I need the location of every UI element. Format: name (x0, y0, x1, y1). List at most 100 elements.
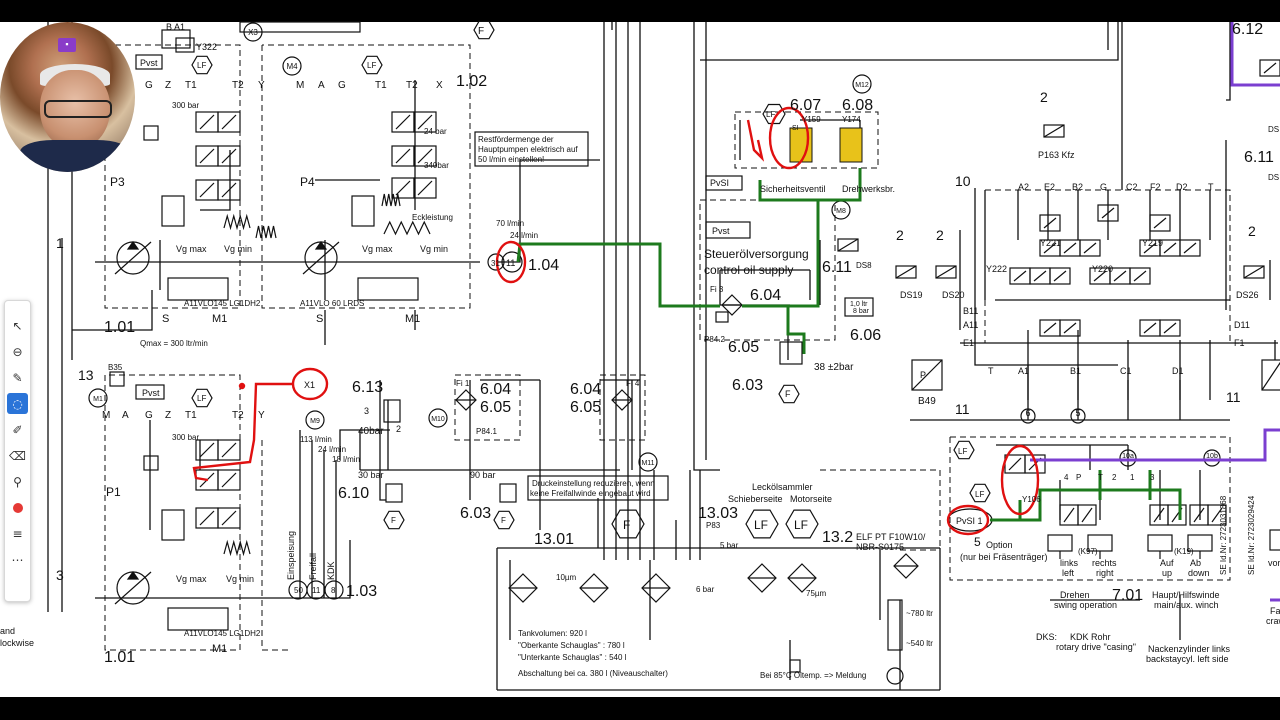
red-circle-annotation (495, 240, 527, 284)
marker-label: M11 (641, 460, 654, 467)
label-lockwise: lockwise (0, 638, 34, 648)
port-label: T (1098, 473, 1103, 482)
record-icon[interactable] (7, 497, 28, 518)
port-label: 50 (294, 586, 303, 595)
check-valve (1149, 214, 1171, 232)
note-druckeinstellung: keine Freifallwinde eingebaut wird (530, 489, 651, 498)
pressure-label: 300 bar (172, 433, 199, 442)
red-circle-annotation (946, 504, 990, 536)
label-drehen: Drehen (1060, 590, 1090, 600)
leak-filter (787, 563, 817, 593)
valve-arrow (1193, 507, 1205, 523)
pin-icon[interactable]: ⚲ (13, 474, 22, 489)
marker-label: M10 (431, 416, 445, 423)
label-p83: P83 (706, 521, 721, 530)
m11-marker (638, 452, 658, 472)
label-pvsi: PvSI (710, 178, 729, 188)
port-m1: M1 (212, 313, 227, 325)
valve-arrow (1183, 242, 1197, 254)
item-number-1.04: 1.04 (528, 257, 559, 274)
highlighted-line-purple (1230, 22, 1280, 87)
port-label: X (436, 80, 443, 91)
port-label: A (318, 80, 325, 91)
m1-marker (88, 388, 108, 408)
lf-hexagon (969, 483, 991, 503)
valve-arrow (199, 510, 215, 526)
marker-label: 6 (1025, 408, 1030, 418)
port-10a (1119, 449, 1137, 467)
valve-arrow (221, 442, 237, 458)
zoom-icon[interactable]: ⊖ (12, 344, 23, 359)
label-abschaltung: Abschaltung bei ca. 380 l (Niveauschalte… (518, 669, 668, 678)
label-links: links (1060, 558, 1079, 568)
pointer-icon[interactable]: ↖ (12, 318, 23, 333)
pressure-switch-icon (837, 238, 859, 252)
flow-label: 70 l/min (496, 219, 524, 228)
highlighted-pilot-line (990, 488, 1182, 522)
accumulator-label: 1,0 ltr (850, 301, 868, 308)
note-restfoerdermenge: 50 l/min einstellen! (478, 155, 544, 164)
label-lf: LF (197, 61, 206, 70)
valve-arrow (1043, 217, 1057, 229)
label-ds8: DS8 (856, 261, 872, 270)
label-motorseite: Motorseite (790, 494, 832, 504)
label-elf: NBR-S0175 (856, 542, 904, 552)
label-vg-min: Vg min (226, 574, 254, 584)
item-number: 11 (1226, 389, 1241, 405)
label-pvsi1: PvSI 1 (956, 516, 983, 526)
m4-marker (282, 56, 302, 76)
pipe-line (200, 150, 231, 211)
pvst-box-p3 (135, 54, 163, 70)
pump-arrow-icon (314, 240, 328, 250)
valve-arrow (1008, 457, 1022, 471)
port-s: S (162, 313, 169, 325)
valve-arrow (199, 148, 215, 164)
level-indicator-icon (886, 667, 904, 685)
label-auf: Auf (1160, 558, 1174, 568)
pressure-switch-icon (1043, 124, 1065, 138)
check-valve (1097, 204, 1119, 222)
pressure-label: 24 bar (424, 127, 447, 136)
port-label: 2 (1112, 473, 1117, 482)
port-label: G (338, 80, 346, 91)
port-label: Y (258, 80, 265, 91)
more-icon[interactable]: ⋯ (11, 552, 24, 567)
valve-arrow (221, 472, 237, 488)
eraser-icon[interactable]: ⌫ (9, 448, 26, 463)
solenoid-valve (175, 37, 195, 53)
port-label: A2 (1018, 182, 1029, 192)
label-lf: LF (958, 447, 967, 456)
pressure-label: 30 bar (358, 470, 384, 480)
item-number-13.03: 13.03 (698, 505, 738, 522)
tank-f-label: F (478, 26, 484, 37)
tank-hexagon-f (778, 384, 800, 404)
label-p84.1: P84.1 (476, 427, 497, 436)
port-8 (324, 580, 344, 600)
pressure-switch-icon (895, 265, 917, 279)
item-number-6.04: 6.04 (750, 287, 781, 304)
menu-icon[interactable]: ≡ (12, 526, 23, 541)
port-label: C2 (1126, 182, 1138, 192)
highlighter-icon[interactable]: ✐ (12, 422, 23, 437)
vertical-label: SE Id.Nr: 2723031868 (1219, 495, 1228, 575)
directional-valve (413, 111, 437, 133)
item-number-6.05: 6.05 (570, 399, 601, 416)
assembly-boundary (820, 469, 941, 548)
assembly-boundary (261, 440, 290, 651)
valve-arrow (199, 442, 215, 458)
label-option: Option (986, 540, 1013, 550)
label-ds19: DS19 (900, 290, 923, 300)
port-label: E2 (1044, 182, 1055, 192)
item-number-6.05: 6.05 (480, 399, 511, 416)
return-filter (641, 573, 671, 603)
sensor-b49 (911, 359, 943, 391)
solenoid-valve-yellow (839, 127, 863, 163)
tank-f-label: F (391, 516, 396, 525)
pressure-label: 340bar (424, 161, 449, 170)
pen-icon[interactable]: ✎ (12, 370, 23, 385)
directional-valve (1129, 267, 1151, 285)
lasso-icon[interactable]: ◌ (7, 393, 28, 414)
label-vg-max: Vg max (176, 244, 207, 254)
pump-name-p4: P4 (300, 175, 315, 189)
lf-hexagon (361, 55, 383, 75)
